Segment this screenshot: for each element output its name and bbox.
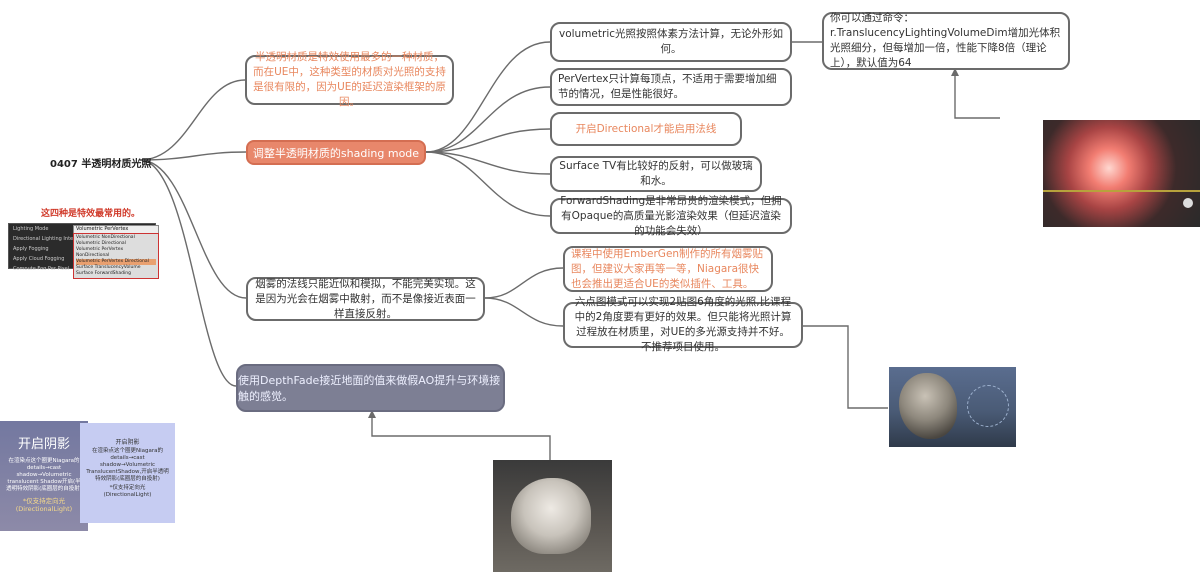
- node-shading-mode: 调整半透明材质的shading mode: [246, 140, 426, 165]
- panel-row-apply-fogging: Apply Fogging: [13, 246, 49, 252]
- panel-row-lighting-mode: Lighting Mode: [13, 226, 49, 232]
- node-command: 你可以通过命令：r.TranslucencyLightingVolumeDim增…: [822, 12, 1070, 70]
- node-forward-shading: ForwardShading是非常昂贵的渲染模式，但拥有Opaque的高质量光影…: [550, 195, 792, 237]
- shadow-card-left-footnote: *仅支持定向光(DirectionalLight): [15, 497, 73, 513]
- node-depthfade: 使用DepthFade接近地面的值来做假AO提升与环境接触的感觉。: [236, 364, 505, 412]
- dropdown-option[interactable]: Surface ForwardShading: [76, 271, 131, 276]
- shadow-card-right-body: 在渲染点这个圈更Niagara的details→cast shadow→Volu…: [86, 448, 169, 482]
- dropdown-option[interactable]: Surface TranslucencyVolume: [76, 265, 141, 270]
- note-common-four: 这四种是特效最常用的。: [41, 209, 141, 219]
- lighting-mode-panel: Lighting Mode Directional Lighting Inten…: [8, 223, 159, 279]
- panel-row-fog-per-pixel: Compute Fog Per Pixel: [13, 266, 70, 270]
- dropdown-option[interactable]: Volumetric Directional: [76, 241, 126, 246]
- dropdown-option[interactable]: Volumetric PerVertex Directional: [76, 259, 156, 265]
- volumetric-light-screenshot: [1043, 120, 1200, 227]
- dropdown-option[interactable]: Volumetric NonDirectional: [76, 235, 135, 240]
- dropdown-option[interactable]: Volumetric PerVertex NonDirectional: [76, 247, 124, 258]
- node-six-point: 六点图模式可以实现2贴图6角度的光照,比课程中的2角度要有更好的效果。但只能将光…: [563, 296, 803, 353]
- node-embergen: 课程中使用EmberGen制作的所有烟雾贴图，但建议大家再等一等，Niagara…: [563, 246, 773, 292]
- panel-row-cloud-fogging: Apply Cloud Fogging: [13, 256, 65, 262]
- node-surface-tv: Surface TV有比较好的反射，可以做玻璃和水。: [550, 156, 762, 192]
- shadow-card-right: 开启阴影 在渲染点这个圈更Niagara的details→cast shadow…: [80, 423, 175, 523]
- shadow-card-left: 开启阴影 在渲染点这个圈更Niagara的details→cast shadow…: [0, 421, 88, 531]
- root-topic: 0407 半透明材质光照: [50, 159, 152, 170]
- node-volumetric: volumetric光照按照体素方法计算，无论外形如何。: [550, 22, 792, 62]
- node-translucent-intro: 半透明材质是特效使用最多的一种材质，而在UE中，这种类型的材质对光照的支持是很有…: [245, 51, 454, 108]
- node-directional: 开启Directional才能启用法线: [550, 112, 742, 146]
- shadow-card-right-title: 开启阴影: [115, 439, 140, 446]
- shadow-card-left-title: 开启阴影: [17, 437, 70, 452]
- shadow-card-right-footnote: *仅支持定向光(DirectionalLight): [103, 485, 152, 498]
- node-smoke-normal: 烟雾的法线只能近似和模拟，不能完美实现。这是因为光会在烟雾中散射，而不是像接近表…: [246, 277, 485, 321]
- smoke-sphere-screenshot: [889, 367, 1016, 447]
- node-pervertex: PerVertex只计算每顶点，不适用于需要增加细节的情况，但是性能很好。: [550, 68, 792, 106]
- lighting-mode-dropdown: Volumetric NonDirectional Volumetric Dir…: [73, 233, 159, 279]
- panel-row-directional-intensity: Directional Lighting Intensity: [13, 236, 86, 242]
- shadow-card-left-body: 在渲染点这个圈更Niagara的details→cast shadow→Volu…: [6, 458, 82, 492]
- smoke-ground-screenshot: [493, 460, 612, 572]
